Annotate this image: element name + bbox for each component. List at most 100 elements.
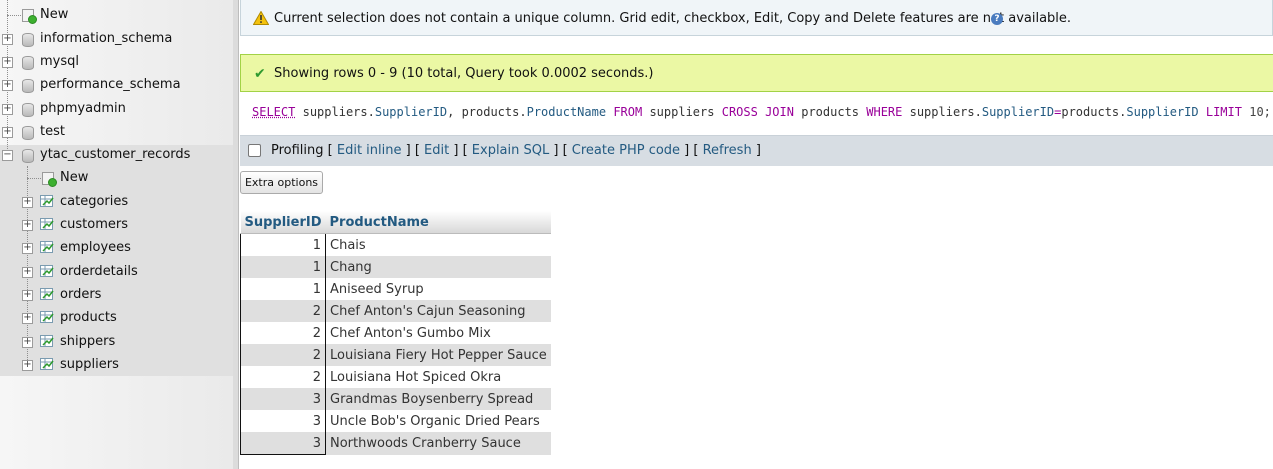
new-icon xyxy=(22,9,37,24)
notice-message: Current selection does not contain a uni… xyxy=(240,0,1273,36)
sql-table: products xyxy=(801,105,860,119)
nav-table-shippers[interactable]: + shippers xyxy=(0,331,233,353)
table-icon xyxy=(40,218,54,230)
explain-sql-link[interactable]: Explain SQL xyxy=(471,143,550,158)
collapse-icon[interactable]: − xyxy=(2,149,13,161)
cell-productname: Louisiana Fiery Hot Pepper Sauce xyxy=(325,344,551,366)
profiling-label[interactable]: Profiling xyxy=(271,143,324,158)
help-icon[interactable]: ? xyxy=(991,13,1003,25)
sql-keyword: LIMIT xyxy=(1205,105,1242,119)
expand-icon[interactable]: + xyxy=(22,266,33,278)
sql-column: SupplierID xyxy=(374,105,448,119)
expand-icon[interactable]: + xyxy=(22,196,33,208)
expand-icon[interactable]: + xyxy=(22,219,33,231)
sql-query-display: SELECT suppliers.SupplierID, products.Pr… xyxy=(240,92,1273,132)
cell-productname: Chef Anton's Gumbo Mix xyxy=(325,322,551,344)
database-icon xyxy=(22,56,34,70)
success-message: ✔ Showing rows 0 - 9 (10 total, Query to… xyxy=(240,54,1273,92)
nav-new-database[interactable]: New xyxy=(0,4,233,26)
cell-productname: Chef Anton's Cajun Seasoning xyxy=(325,300,551,322)
nav-table-categories[interactable]: + categories xyxy=(0,191,233,213)
nav-table-suppliers[interactable]: + suppliers xyxy=(0,354,233,376)
nav-db-performance-schema[interactable]: + performance_schema xyxy=(0,74,233,96)
edit-link[interactable]: Edit xyxy=(424,143,450,158)
nav-table-label: customers xyxy=(60,217,128,232)
table-icon xyxy=(40,358,54,370)
column-header-supplierid[interactable]: SupplierID xyxy=(240,211,326,234)
nav-table-orders[interactable]: + orders xyxy=(0,284,233,306)
nav-db-label: ytac_customer_records xyxy=(40,147,191,162)
nav-table-label: orderdetails xyxy=(60,264,138,279)
cell-productname: Uncle Bob's Organic Dried Pears xyxy=(325,410,551,432)
expand-icon[interactable]: + xyxy=(22,336,33,348)
sql-punct: , xyxy=(447,105,455,119)
cell-supplierid: 2 xyxy=(240,344,326,366)
cell-supplierid: 2 xyxy=(240,366,326,388)
active-database-highlight xyxy=(0,145,233,376)
nav-table-label: categories xyxy=(60,194,129,209)
cell-productname: Louisiana Hot Spiced Okra xyxy=(325,366,551,388)
warning-icon xyxy=(253,11,269,25)
expand-icon[interactable]: + xyxy=(2,103,13,115)
nav-table-label: employees xyxy=(60,240,131,255)
expand-icon[interactable]: + xyxy=(2,56,13,68)
nav-table-label: suppliers xyxy=(60,357,119,372)
expand-icon[interactable]: + xyxy=(2,33,13,45)
expand-icon[interactable]: + xyxy=(22,289,33,301)
create-php-code-link[interactable]: Create PHP code xyxy=(571,143,681,158)
nav-table-label: shippers xyxy=(60,334,116,349)
expand-icon[interactable]: + xyxy=(22,359,33,371)
sql-table: suppliers. xyxy=(909,105,982,119)
cell-supplierid: 3 xyxy=(240,410,326,432)
navigation-resizer[interactable] xyxy=(233,0,239,469)
table-icon xyxy=(40,265,54,277)
table-icon xyxy=(40,335,54,347)
navigation-panel: New + information_schema + mysql + perfo… xyxy=(0,0,234,469)
query-links: Profiling [ Edit inline ] [ Edit ] [ Exp… xyxy=(271,143,761,158)
cell-supplierid: 2 xyxy=(240,322,326,344)
database-icon xyxy=(22,126,34,140)
cell-supplierid: 2 xyxy=(240,300,326,322)
extra-options-button[interactable]: Extra options xyxy=(240,171,323,194)
nav-db-label: test xyxy=(40,124,65,139)
expand-icon[interactable]: + xyxy=(2,126,13,138)
expand-icon[interactable]: + xyxy=(2,79,13,91)
cell-supplierid: 3 xyxy=(240,432,326,455)
nav-table-products[interactable]: + products xyxy=(0,307,233,329)
table-icon xyxy=(40,241,54,253)
sql-keyword[interactable]: SELECT xyxy=(252,105,296,119)
nav-table-orderdetails[interactable]: + orderdetails xyxy=(0,261,233,283)
nav-db-mysql[interactable]: + mysql xyxy=(0,51,233,73)
profiling-checkbox[interactable] xyxy=(248,144,261,157)
nav-table-customers[interactable]: + customers xyxy=(0,214,233,236)
nav-table-employees[interactable]: + employees xyxy=(0,237,233,259)
tree-line xyxy=(7,0,8,155)
sql-keyword: CROSS xyxy=(721,105,758,119)
tree-line xyxy=(27,166,28,366)
refresh-link[interactable]: Refresh xyxy=(702,143,752,158)
nav-db-ytac-customer-records[interactable]: − ytac_customer_records xyxy=(0,144,233,166)
expand-icon[interactable]: + xyxy=(22,242,33,254)
nav-new-table[interactable]: New xyxy=(0,167,233,189)
sql-keyword: JOIN xyxy=(765,105,794,119)
table-icon xyxy=(40,311,54,323)
nav-db-information-schema[interactable]: + information_schema xyxy=(0,28,233,50)
nav-db-test[interactable]: + test xyxy=(0,121,233,143)
nav-new-label: New xyxy=(60,170,89,185)
edit-inline-link[interactable]: Edit inline xyxy=(336,143,402,158)
nav-db-phpmyadmin[interactable]: + phpmyadmin xyxy=(0,98,233,120)
sql-keyword: FROM xyxy=(613,105,643,119)
sql-table: products. xyxy=(1061,105,1127,119)
sql-keyword: WHERE xyxy=(866,105,903,119)
column-header-productname[interactable]: ProductName xyxy=(325,211,551,234)
database-icon xyxy=(22,33,34,47)
cell-supplierid: 1 xyxy=(240,278,326,300)
expand-icon[interactable]: + xyxy=(22,312,33,324)
